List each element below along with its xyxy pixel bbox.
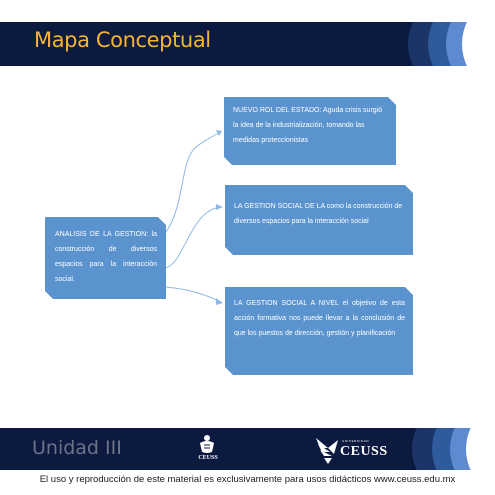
arrowhead-branch-1: [216, 130, 222, 136]
ceuss-small-logo: CEUSS: [196, 433, 218, 466]
header-band: Mapa Conceptual: [0, 22, 495, 66]
usage-note: El uso y reproducción de este material e…: [39, 474, 456, 485]
ceuss-large-logo: UNIVERSIDAD CEUSS: [314, 434, 404, 466]
connector-root-to-branch-2: [165, 206, 222, 269]
connector-root-to-branch-1: [165, 131, 221, 233]
arrowhead-branch-2: [216, 204, 223, 210]
arrowhead-branch-3: [216, 298, 223, 305]
header-arc-decoration: [462, 22, 495, 66]
crest-icon: [200, 435, 214, 453]
large-logo-caption: UNIVERSIDAD: [342, 439, 370, 443]
large-logo-text: CEUSS: [340, 444, 388, 459]
wings-icon: [316, 438, 338, 464]
small-logo-text: CEUSS: [198, 455, 218, 461]
connector-root-to-branch-3: [165, 286, 222, 303]
unit-label: Unidad III: [32, 437, 122, 459]
footer-band: Unidad III CEUSS UNIVERSIDAD CEUSS: [0, 428, 495, 470]
branch-node-nuevo-rol: NUEVO ROL DEL ESTADO: Aguda crisis surgi…: [224, 97, 396, 165]
page-title: Mapa Conceptual: [34, 28, 211, 52]
root-concept-node: ANALISIS DE LA GESTION: la construcción …: [45, 217, 166, 299]
branch-node-gestion-social-a-nivel: LA GESTION SOCIAL A NIVEL el objetivo de…: [225, 287, 413, 375]
branch-node-gestion-social-de-la: LA GESTION SOCIAL DE LA como la construc…: [225, 185, 413, 255]
footer-arc-decoration: [466, 428, 495, 470]
